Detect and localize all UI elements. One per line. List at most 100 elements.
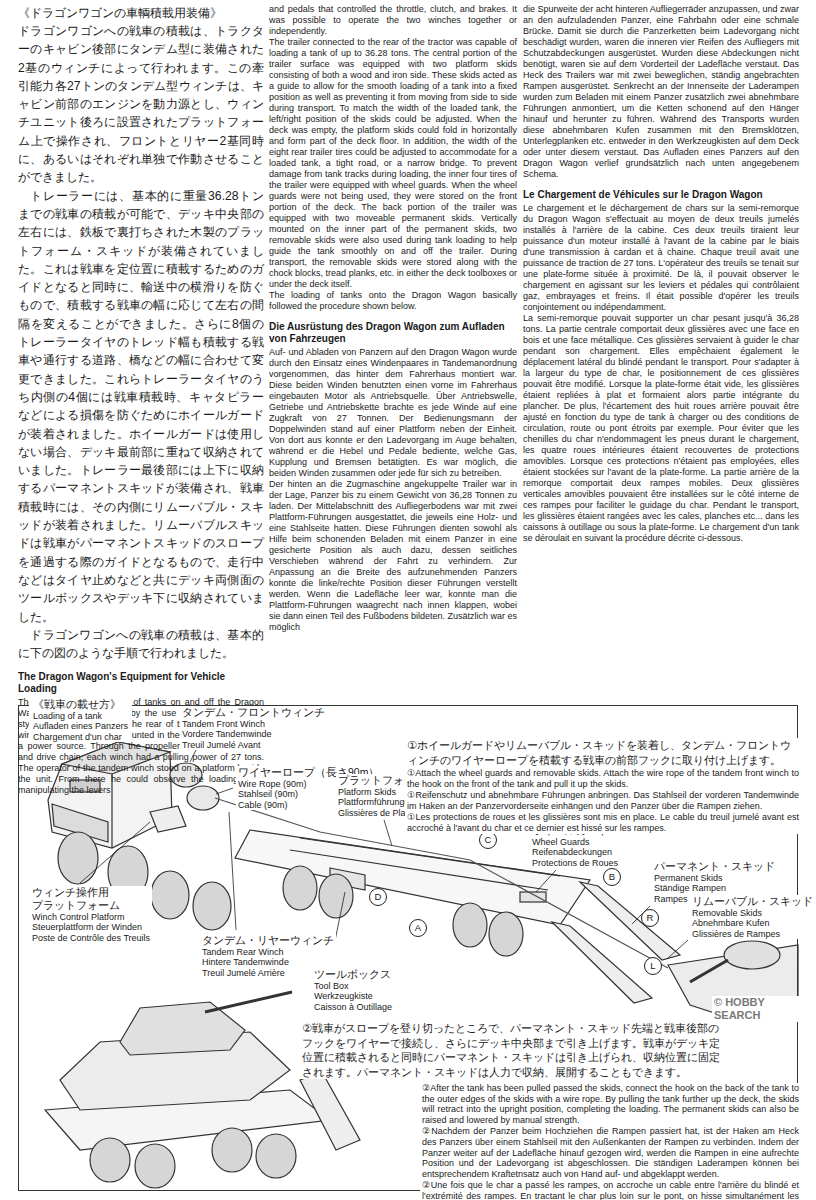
part-name: Permanent Skids (654, 873, 775, 883)
label-group: リムーバブル・スキッドRemovable SkidsAbnehmbare Kuf… (690, 895, 815, 939)
part-name: Ständige Rampen (654, 883, 775, 893)
section-heading: The Dragon Wagon's Equipment for Vehicle… (18, 671, 264, 695)
part-name: Removable Skids (692, 908, 813, 918)
wheel (212, 1128, 252, 1172)
part-name: ウィンチ操作用 プラットフォーム (32, 886, 120, 912)
body-text: ドラゴンワゴンへの戦車の積載は、基本的に下の図のような手順で行われました。 (18, 626, 264, 663)
label-group: ウィンチ操作用 プラットフォームWinch Control PlatformSt… (30, 886, 152, 943)
callout-letter: L (650, 960, 655, 971)
part-name: Vordere Tandemwinde (182, 729, 325, 739)
rear-winch (187, 786, 219, 810)
body-text: Der hinten an die Zugmaschine angekuppel… (269, 479, 517, 633)
label-group: ツールボックスTool BoxWerkzeugkisteCaisson à Ou… (312, 968, 394, 1012)
frame-subheading: Chargement d'un char (33, 732, 128, 742)
body-text: die Spurweite der acht hinteren Aufliege… (523, 4, 799, 180)
part-name: Tool Box (314, 981, 392, 991)
part-name: Hintere Tandemwinde (202, 957, 334, 967)
text-column: and pedals that controlled the throttle,… (269, 4, 517, 633)
part-name: ツールボックス (314, 968, 392, 981)
frame-subheading: Aufladen eines Panzers (33, 721, 128, 731)
ramp (552, 922, 652, 1003)
callout-letter: R (647, 912, 654, 923)
tank-gun (690, 960, 728, 982)
wheel (283, 866, 317, 910)
wheel-guard (520, 892, 546, 902)
part-name: Winch Control Platform (32, 912, 150, 922)
step-text: ①Les protections de roues et les glissiè… (407, 812, 799, 833)
wheel (453, 903, 487, 947)
step-text: ②After the tank has been pulled passed t… (422, 1083, 799, 1125)
text-column: 《ドラゴンワゴンの車輌積載用装備》ドラゴンワゴンへの戦車の積載は、トラクターのキ… (18, 4, 264, 796)
part-name: パーマネント・スキッド (654, 860, 775, 873)
part-name: Steuerplattform der Winden (32, 922, 150, 932)
step-text: ②戦車がスロープを登り切ったところで、パーマネント・スキッド先端と戦車後部のフッ… (302, 1021, 722, 1079)
tank-gun (205, 992, 292, 1012)
part-name: リムーバブル・スキッド (692, 895, 813, 908)
body-text: and pedals that controlled the throttle,… (269, 4, 517, 37)
body-text: トレーラーには、基本的に重量36.28トンまでの戦車の積載が可能で、デッキ中央部… (18, 187, 264, 626)
frame-heading: 《戦車の載せ方》Loading of a tankAufladen eines … (29, 698, 132, 742)
wheel (90, 1138, 130, 1182)
frame-heading: 《戦車の載せ方》 (33, 698, 128, 711)
label-group: © HOBBY SEARCH (712, 996, 816, 1022)
label-group: ①ホイールガードやリムーバブル・スキッドを装着し、タンデム・フロントウィンチのワ… (405, 738, 801, 834)
frame-subheading: Loading of a tank (33, 711, 128, 721)
part-name: タンデム・フロントウィンチ (182, 706, 325, 719)
callout-letter: D (369, 888, 387, 906)
ramp-raised (300, 1072, 360, 1150)
wheel (135, 1144, 175, 1188)
callout-letter: B (609, 871, 615, 882)
part-name: Abnehmbare Kufen (692, 918, 813, 928)
tank-turret (724, 941, 780, 969)
body-text: Auf- und Abladen von Panzern auf den Dra… (269, 347, 517, 479)
label-group: ②After the tank has been pulled passed t… (420, 1083, 801, 1200)
part-name: Tandem Front Winch (182, 719, 325, 729)
body-text: The loading of tanks onto the Dragon Wag… (269, 290, 517, 312)
leader-line (384, 820, 392, 846)
label-group: タンデム・フロントウィンチTandem Front WinchVordere T… (180, 706, 327, 750)
part-name: Werkzeugkiste (314, 991, 392, 1001)
part-name: タンデム・リヤーウィンチ (202, 934, 334, 947)
part-name: Glissières de Rampes (692, 929, 813, 939)
callout-letter: A (415, 922, 421, 933)
tank-turret (120, 1002, 245, 1055)
wheel (193, 882, 231, 930)
part-name: Poste de Contrôle des Treuils (32, 933, 150, 943)
step-text: ②Une fois que le char a passé les rampes… (422, 1180, 799, 1200)
callout-letter: B (603, 868, 621, 886)
callout-letter: L (644, 957, 662, 975)
watermark: © HOBBY SEARCH (714, 996, 814, 1022)
step-text: ①Reifenschutz und abnehmbare Führungen a… (407, 790, 799, 811)
leader-line (536, 870, 556, 892)
part-name: Treuil Jumelé Avant (182, 740, 325, 750)
section-heading: Le Chargement de Véhicules sur le Dragon… (523, 189, 799, 201)
leader-line (229, 812, 236, 930)
leader-line (216, 788, 233, 794)
label-group: ②戦車がスロープを登り切ったところで、パーマネント・スキッド先端と戦車後部のフッ… (300, 1021, 724, 1079)
step-text: ②Nachdem der Panzer beim Hochziehen die … (422, 1126, 799, 1179)
winch-platform (150, 806, 186, 832)
body-text: ドラゴンワゴンへの戦車の積載は、トラクターのキャビン後部にタンデム型に装備された… (18, 22, 264, 187)
callout-letter: C (479, 831, 497, 849)
section-heading: Die Ausrüstung des Dragon Wagon zum Aufl… (269, 321, 517, 345)
part-name: Protections de Roues (532, 858, 618, 868)
body-text: La semi-remorque pouvait supporter un ch… (523, 313, 799, 544)
callout-letter: R (641, 909, 659, 927)
callout-letter: A (409, 919, 427, 937)
wheel (151, 871, 189, 919)
part-name: Wheel Guards (532, 837, 618, 847)
body-text: The trailer connected to the rear of the… (269, 37, 517, 290)
wheel (489, 912, 523, 956)
wheel (319, 874, 353, 918)
cab-edge (111, 774, 112, 848)
text-column: die Spurweite der acht hinteren Aufliege… (523, 4, 799, 544)
part-name: Tandem Rear Winch (202, 947, 334, 957)
part-name: Caisson à Outillage (314, 1002, 392, 1012)
leader-line (80, 822, 150, 883)
part-name: Reifenabdeckungen (532, 847, 618, 857)
section-heading: 《ドラゴンワゴンの車輌積載用装備》 (18, 4, 264, 22)
body-text: Le chargement et le déchargement de char… (523, 203, 799, 313)
step-text: ①ホイールガードやリムーバブル・スキッドを装着し、タンデム・フロントウィンチのワ… (407, 738, 799, 767)
leader-line (668, 940, 688, 958)
